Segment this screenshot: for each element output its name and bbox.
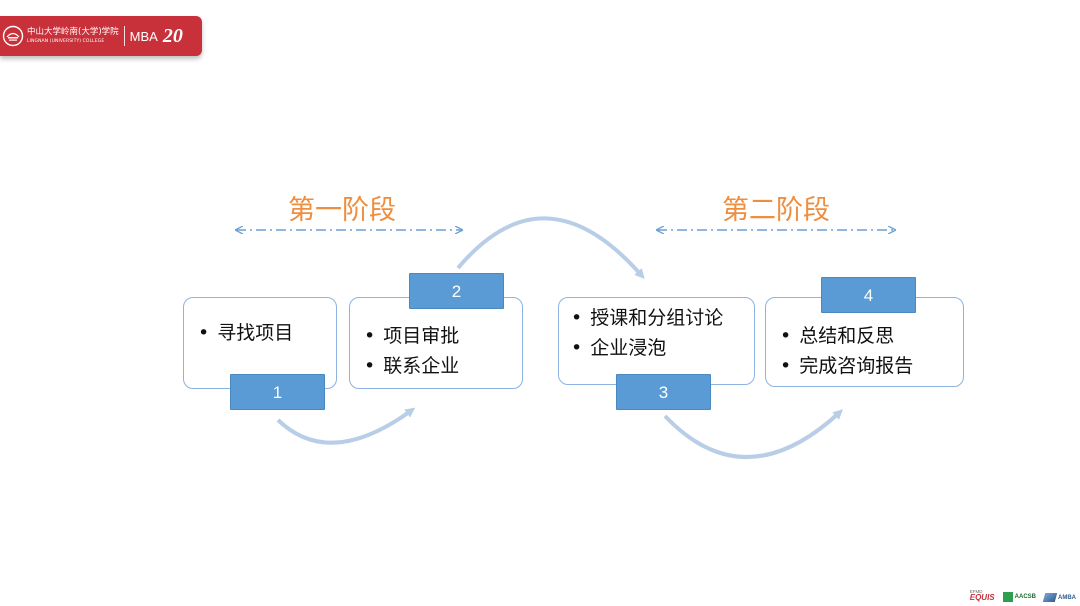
step-1-list: 寻找项目	[198, 318, 293, 348]
aacsb-mark-icon	[1002, 592, 1013, 602]
step-1-number: 1	[230, 374, 325, 410]
equis-text: EQUIS	[969, 593, 995, 602]
step-2-box: 项目审批 联系企业	[349, 297, 523, 389]
aacsb-text: AACSB	[1014, 594, 1036, 600]
amba-text: AMBA	[1058, 594, 1076, 601]
step-3-number: 3	[616, 374, 711, 410]
stage-title-1: 第一阶段	[288, 195, 396, 226]
list-item: 授课和分组讨论	[571, 303, 723, 333]
list-item: 寻找项目	[198, 318, 293, 348]
step-1-box: 寻找项目	[183, 297, 337, 389]
brand-chinese-name: 中山大学岭南(大学)学院	[27, 27, 119, 37]
brand-english-name: LINGNAN (UNIVERSITY) COLLEGE	[27, 38, 105, 44]
aacsb-logo: AACSB	[1002, 592, 1036, 602]
list-item: 完成咨询报告	[780, 351, 913, 381]
flow-arrow-1-to-2	[276, 407, 416, 445]
stage-title-2: 第二阶段	[722, 195, 830, 226]
brand-program: MBA	[129, 28, 158, 44]
step-4-number: 4	[821, 277, 916, 313]
accreditation-logos: EFMD EQUIS AACSB AMBA	[969, 588, 1076, 603]
brand-header: 中山大学岭南(大学)学院 LINGNAN (UNIVERSITY) COLLEG…	[0, 16, 202, 56]
university-seal-icon	[2, 25, 24, 47]
equis-logo: EFMD EQUIS	[969, 588, 995, 603]
step-3-box: 授课和分组讨论 企业浸泡	[558, 297, 755, 385]
anniversary-logo: 20	[162, 24, 183, 47]
step-2-list: 项目审批 联系企业	[364, 321, 459, 381]
flow-arrow-2-to-3	[456, 216, 645, 280]
brand-name: 中山大学岭南(大学)学院 LINGNAN (UNIVERSITY) COLLEG…	[27, 28, 119, 44]
list-item: 项目审批	[364, 321, 459, 351]
list-item: 联系企业	[364, 351, 459, 381]
amba-mark-icon	[1042, 593, 1058, 602]
step-4-list: 总结和反思 完成咨询报告	[780, 321, 913, 381]
flow-arrow-3-to-4	[663, 409, 843, 459]
step-2-number: 2	[409, 273, 504, 309]
amba-logo: AMBA	[1042, 593, 1076, 602]
brand-divider	[123, 26, 125, 46]
list-item: 企业浸泡	[571, 333, 723, 363]
list-item: 总结和反思	[780, 321, 913, 351]
equis-top-text: EFMD	[969, 588, 983, 594]
step-3-list: 授课和分组讨论 企业浸泡	[571, 303, 723, 363]
